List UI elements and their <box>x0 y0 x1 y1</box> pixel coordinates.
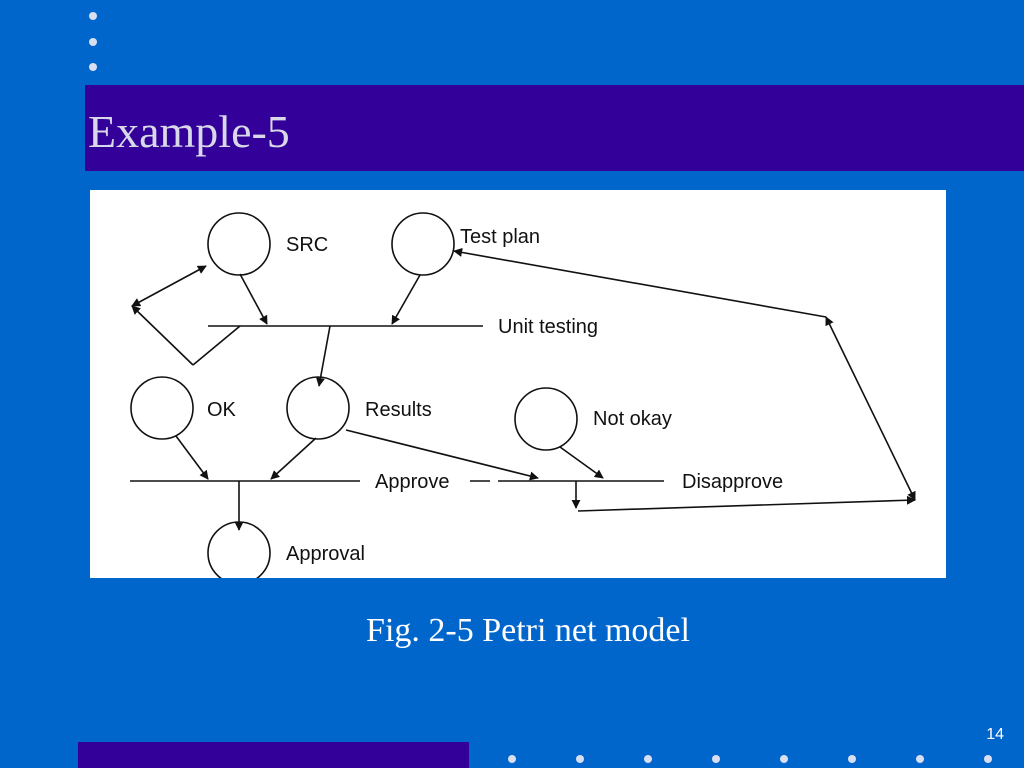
decorative-dot <box>508 755 516 763</box>
title-band <box>85 85 1024 171</box>
label-src: SRC <box>286 234 328 256</box>
petri-net-diagram: SRC Test plan Unit testing OK Results No… <box>130 212 916 578</box>
label-ok: OK <box>207 399 237 421</box>
label-unit-testing: Unit testing <box>498 316 598 338</box>
decorative-dot <box>644 755 652 763</box>
arc-results-to-approve <box>270 437 317 480</box>
decorative-dot <box>89 63 97 71</box>
decorative-dot <box>89 12 97 20</box>
label-results: Results <box>365 399 432 421</box>
arc-loop-to-src <box>131 265 207 307</box>
label-disapprove: Disapprove <box>682 471 783 493</box>
arc-loop-from-unit-testing <box>192 325 241 366</box>
decorative-dot <box>712 755 720 763</box>
place-ok <box>130 376 194 440</box>
arc-unit-testing-to-results <box>316 325 331 387</box>
arc-src-to-unit-testing <box>239 273 268 325</box>
arc-return-right <box>825 316 916 501</box>
arc-ok-to-approve <box>175 435 209 480</box>
place-results <box>286 376 350 440</box>
petri-net-figure: SRC Test plan Unit testing OK Results No… <box>90 190 946 578</box>
arc-loop-left <box>131 305 194 366</box>
place-not-okay <box>514 387 578 451</box>
decorative-dot <box>848 755 856 763</box>
label-test-plan: Test plan <box>460 226 540 248</box>
label-approval: Approval <box>286 543 365 565</box>
place-approval <box>207 521 271 578</box>
label-not-okay: Not okay <box>593 408 672 430</box>
footer-band <box>78 742 469 768</box>
slide-title: Example-5 <box>88 106 290 157</box>
place-src <box>207 212 271 276</box>
arc-not-okay-to-disapprove <box>559 446 604 479</box>
arc-results-to-disapprove <box>345 429 539 481</box>
figure-caption: Fig. 2-5 Petri net model <box>366 612 690 649</box>
decorative-dot <box>984 755 992 763</box>
decorative-dot <box>780 755 788 763</box>
page-number: 14 <box>986 726 1004 743</box>
arc-return-to-test-plan <box>453 247 827 318</box>
arc-disapprove-return <box>577 495 916 512</box>
place-test-plan <box>391 212 455 276</box>
decorative-dot <box>916 755 924 763</box>
decorative-dot <box>576 755 584 763</box>
label-approve: Approve <box>375 471 450 493</box>
decorative-dot <box>89 38 97 46</box>
arc-test-plan-to-unit-testing <box>391 274 421 325</box>
